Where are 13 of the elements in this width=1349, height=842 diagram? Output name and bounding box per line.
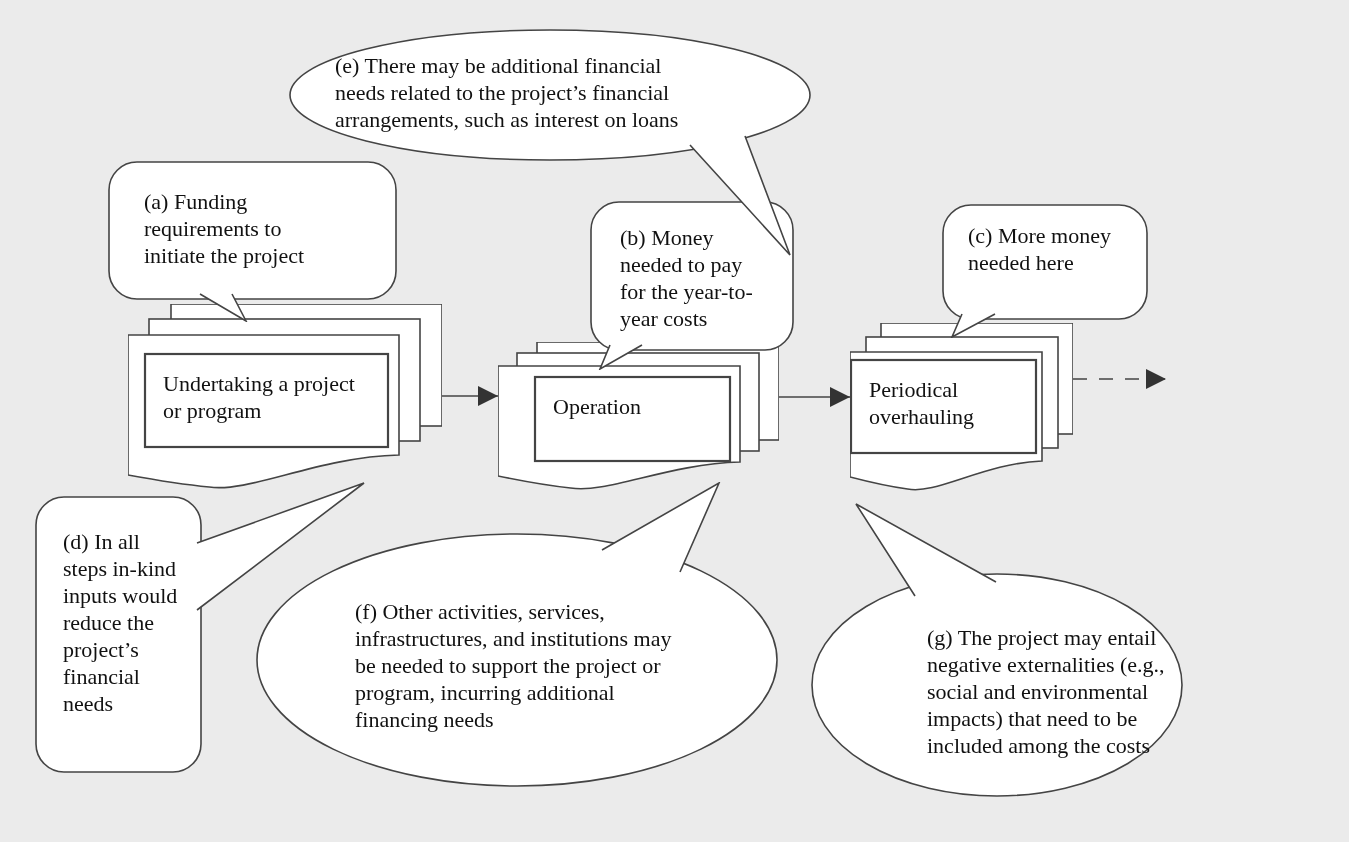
arrow: [441, 386, 499, 406]
callout-text: (c) More money needed here: [968, 222, 1112, 276]
arrow: [778, 387, 851, 407]
callout-text: (b) Money needed to pay for the year-to-year costs: [620, 224, 754, 332]
callout-text: (e) There may be additional financial needs related to the project’s financial arrangements, such as interest on loans: [335, 52, 680, 133]
step-label: Periodical overhauling: [869, 376, 976, 430]
callout-text: (a) Funding requirements to initiate the project: [144, 188, 306, 269]
callout-text: (d) In all steps in-kind inputs would reduce the project’s financial needs: [63, 528, 179, 717]
callout-text: (g) The project may entail negative externalities (e.g., social and environmental impacts) that need to be included among the costs: [927, 624, 1166, 759]
arrow: [1072, 369, 1167, 389]
callout-text: (f) Other activities, services, infrastructures, and institutions may be needed to support the project or program, incurring additional financing needs: [355, 598, 673, 733]
step-label: Operation: [553, 393, 642, 420]
step-label: Undertaking a project or program: [163, 370, 356, 424]
